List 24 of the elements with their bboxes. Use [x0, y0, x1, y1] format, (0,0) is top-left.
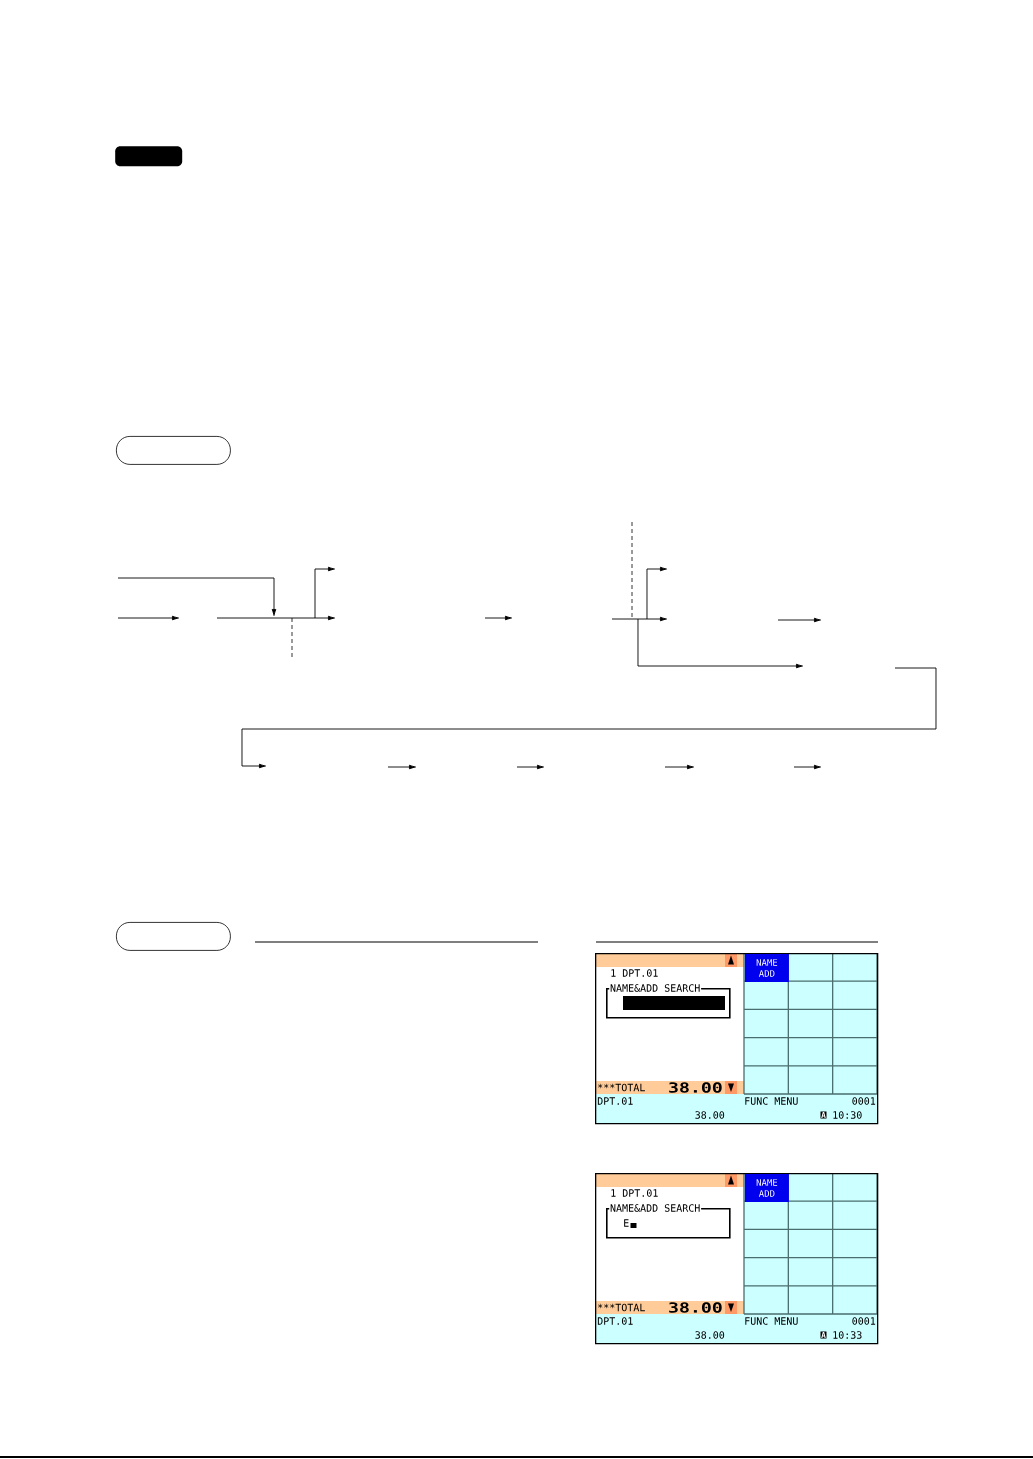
menu-label: FUNC MENU	[745, 1097, 798, 1105]
receipt-number: 0001	[852, 1317, 876, 1325]
clock-time: 10:30	[833, 1111, 862, 1119]
total-amount: 38.00	[669, 1302, 722, 1313]
item-line: 1 DPT.01	[611, 1189, 658, 1197]
total-label: ***TOTAL	[598, 1303, 645, 1312]
item-line: 1 DPT.01	[611, 969, 658, 977]
window-title: NAME&ADD SEARCH	[609, 1203, 702, 1213]
menu-label: FUNC MENU	[745, 1317, 798, 1325]
receipt-number: 0001	[852, 1097, 876, 1105]
clock-time: 10:33	[833, 1331, 862, 1339]
department-label: DPT.01	[597, 1097, 633, 1105]
department-label: DPT.01	[597, 1317, 633, 1325]
step-tag	[116, 922, 231, 951]
heading-tag	[115, 146, 183, 167]
mode-indicator: A	[820, 1111, 827, 1119]
mode-indicator: A	[820, 1331, 827, 1339]
subtotal-amount: 38.00	[695, 1111, 725, 1119]
total-label: ***TOTAL	[598, 1083, 645, 1092]
window-title: NAME&ADD SEARCH	[609, 983, 702, 993]
total-amount: 38.00	[669, 1082, 722, 1093]
subtotal-amount: 38.00	[695, 1331, 725, 1339]
typed-text: E	[624, 1219, 629, 1227]
step-tag	[116, 436, 231, 465]
